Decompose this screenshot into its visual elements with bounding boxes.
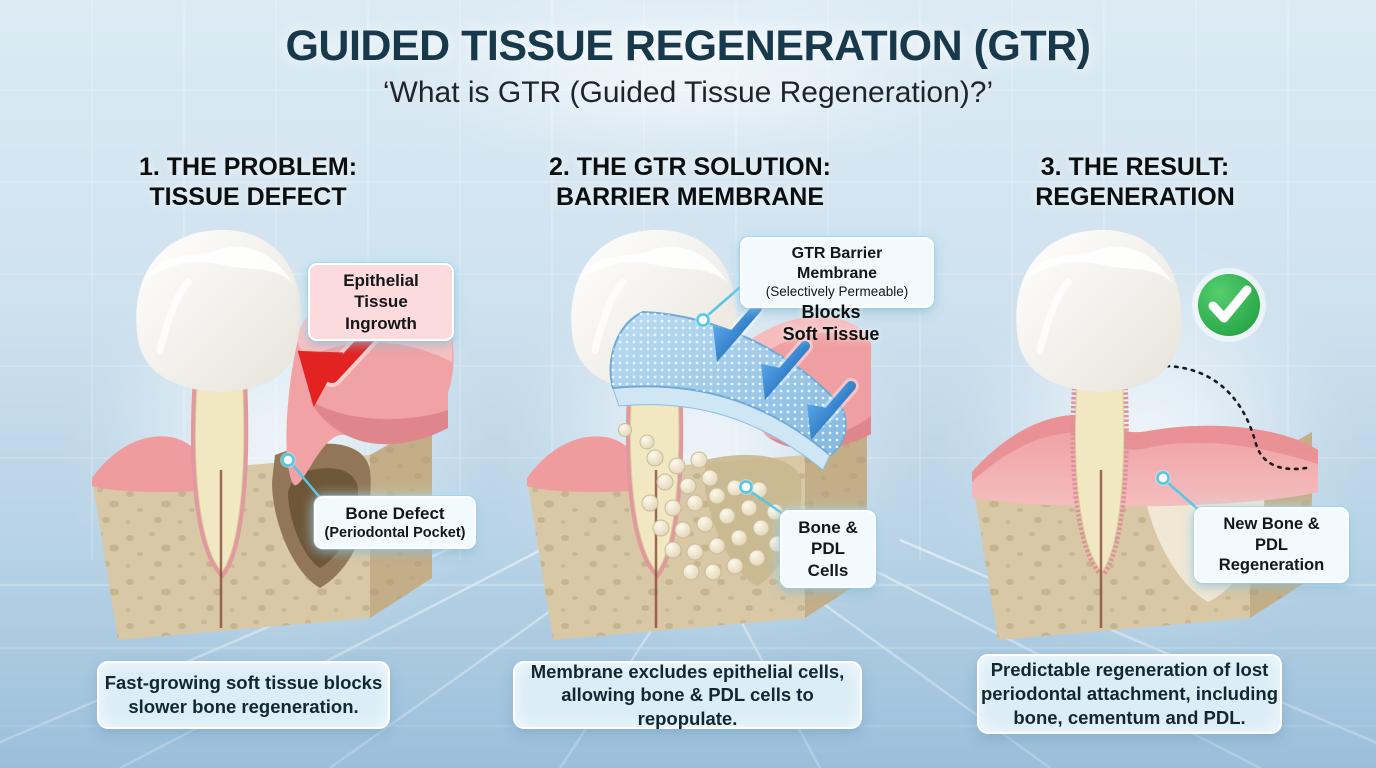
panel2-heading: 2. THE GTR SOLUTION: BARRIER MEMBRANE — [540, 153, 840, 212]
label-blocks-line2: Soft Tissue — [782, 323, 880, 344]
panel3-caption-line2: periodontal attachment, including — [980, 683, 1279, 705]
title-glow — [388, 0, 988, 150]
callout-epithelial-line1: Epithelial Tissue — [343, 271, 419, 312]
callout-bone-defect-line2: (Periodontal Pocket) — [324, 525, 466, 542]
label-blocks-line1: Blocks — [801, 302, 861, 322]
success-check-icon — [1192, 268, 1266, 342]
callout-gtr-membrane: GTR Barrier Membrane (Selectively Permea… — [740, 237, 934, 308]
page-subtitle: ‘What is GTR (Guided Tissue Regeneration… — [382, 76, 994, 109]
panel1-caption: Fast-growing soft tissue blocks slower b… — [97, 661, 390, 729]
panel1-caption-line2: slower bone regeneration. — [128, 696, 359, 717]
panel2-caption-line2: allowing bone & PDL cells to repopulate. — [561, 684, 814, 729]
callout-epithelial-ingrowth: Epithelial Tissue Ingrowth — [308, 263, 454, 341]
regenerated-gum-tissue — [972, 414, 1318, 507]
panel2-heading-line2: BARRIER MEMBRANE — [555, 182, 825, 211]
bone-pdl-cells — [618, 423, 786, 581]
callout-bone-pdl-cells: Bone & PDL Cells — [780, 510, 876, 588]
gtr-barrier-membrane — [609, 310, 847, 471]
tooth-crown — [136, 229, 302, 392]
callout-epithelial-line2: Ingrowth — [345, 313, 417, 333]
panel3-heading-line1: 3. THE RESULT: — [1040, 153, 1230, 181]
panel3-heading-line2: REGENERATION — [1035, 182, 1235, 211]
gum-tissue-left — [92, 436, 212, 493]
callout-cells-line2: PDL Cells — [807, 539, 849, 580]
panel3-illustration — [972, 229, 1318, 640]
gum-tissue-left — [527, 436, 647, 493]
panel2-caption: Membrane excludes epithelial cells, allo… — [513, 661, 862, 729]
membrane-callout-marker — [695, 281, 747, 328]
callout-bone-defect-line1: Bone Defect — [345, 504, 445, 523]
cells-callout-marker — [738, 479, 784, 516]
tooth-root — [1070, 365, 1129, 628]
page-title: GUIDED TISSUE REGENERATION (GTR) — [285, 22, 1091, 70]
panel1-caption-line1: Fast-growing soft tissue blocks — [104, 672, 383, 694]
callout-bone-defect: Bone Defect (Periodontal Pocket) — [314, 496, 476, 550]
callout-new-bone-line2: PDL Regeneration — [1218, 535, 1325, 575]
panel3-caption-line3: bone, cementum and PDL. — [1013, 706, 1246, 728]
tooth-root — [626, 365, 684, 628]
callout-cells-line1: Bone & — [798, 518, 858, 537]
panel2-illustration — [527, 229, 871, 640]
callout-gtr-membrane-line2: (Selectively Permeable) — [765, 284, 909, 299]
panel3-heading: 3. THE RESULT: REGENERATION — [985, 153, 1285, 212]
bone-defect-callout-marker — [280, 452, 323, 501]
new-bone-callout-marker — [1155, 470, 1201, 512]
tooth-root — [191, 365, 249, 628]
panel3-caption-line1: Predictable regeneration of lost — [990, 659, 1269, 681]
panel2-heading-line1: 2. THE GTR SOLUTION: — [549, 153, 831, 181]
callout-new-bone-regeneration: New Bone & PDL Regeneration — [1194, 507, 1349, 583]
panel2-caption-line1: Membrane excludes epithelial cells, — [530, 660, 845, 682]
panel1-heading: 1. THE PROBLEM: TISSUE DEFECT — [98, 153, 398, 212]
label-blocks-soft-tissue: Blocks Soft Tissue — [757, 302, 905, 346]
panel1-heading-line2: TISSUE DEFECT — [149, 182, 347, 211]
callout-gtr-membrane-line1: GTR Barrier Membrane — [791, 245, 883, 282]
panel1-heading-line1: 1. THE PROBLEM: — [138, 153, 358, 181]
blue-arrows-blocks-soft-tissue — [713, 300, 859, 440]
callout-new-bone-line1: New Bone & — [1223, 515, 1320, 533]
panel3-caption: Predictable regeneration of lost periodo… — [977, 654, 1282, 734]
tooth-crown — [1016, 229, 1182, 392]
